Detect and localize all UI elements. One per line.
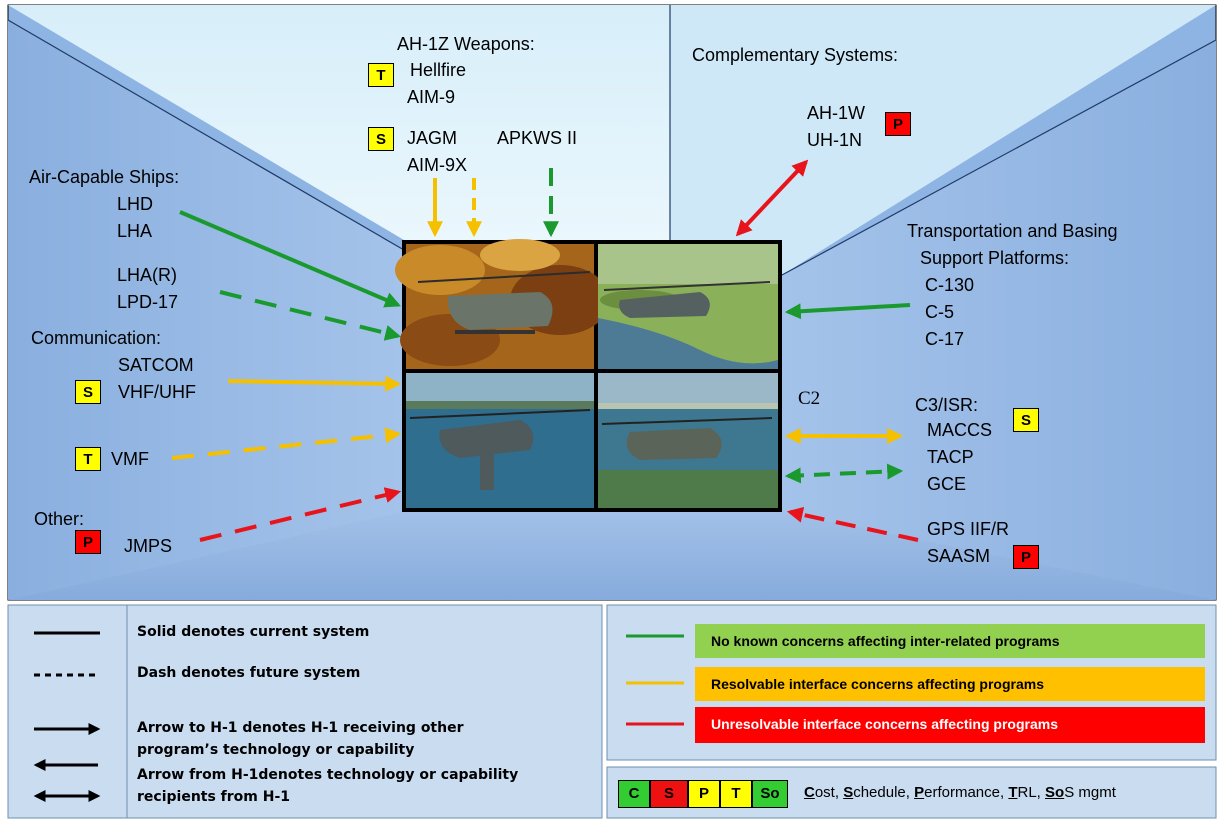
legend-dash-text: Dash denotes future system — [137, 665, 361, 681]
arrow-transport — [784, 303, 911, 320]
photo-ah1z — [598, 244, 778, 369]
rating-key-t: T — [1008, 784, 1018, 801]
complementary-ah1w: AH-1W — [807, 103, 865, 123]
photo-uh1y — [395, 239, 610, 369]
arrow-complementary — [735, 159, 809, 237]
rating-box-so: So — [752, 780, 788, 808]
transport-title-2: Support Platforms: — [920, 248, 1070, 268]
arrow-ships-lhd — [179, 210, 401, 308]
ship-lpd17: LPD-17 — [117, 292, 179, 312]
gps-iifr: GPS IIF/R — [927, 519, 1010, 539]
other-title: Other: — [34, 509, 85, 529]
weapon-hellfire: Hellfire — [410, 60, 467, 80]
panel-edge — [7, 19, 405, 251]
other-jmps: JMPS — [124, 536, 173, 556]
legend-arrow-from-text-1: Arrow from H-1denotes technology or capa… — [137, 767, 519, 783]
legend-arrow-from-text-2: recipients from H-1 — [137, 789, 291, 805]
comm-satcom: SATCOM — [118, 355, 194, 375]
rating-key-so: So — [1045, 784, 1065, 801]
weapons-title: AH-1Z Weapons: — [397, 34, 535, 54]
transport-c17: C-17 — [925, 329, 965, 349]
weapon-apkws: APKWS II — [497, 128, 578, 148]
ships-title: Air-Capable Ships: — [29, 167, 180, 187]
comm-vhfuhf: VHF/UHF — [118, 382, 196, 402]
transport-c5: C-5 — [925, 302, 955, 322]
ship-lhd: LHD — [117, 194, 154, 214]
panel-edge — [781, 39, 1217, 276]
rating-key-s-rest: chedule, — [853, 784, 915, 801]
arrow-ships-lpd — [219, 290, 402, 341]
legend-green-bar: No known concerns affecting inter-relate… — [695, 624, 1205, 658]
badge-complementary-p: P — [885, 112, 911, 136]
panel-right-wall — [782, 40, 1216, 600]
c3isr-gce: GCE — [927, 474, 967, 494]
arrow-gps — [786, 506, 919, 542]
legend-yellow-bar: Resolvable interface concerns affecting … — [695, 667, 1205, 701]
rating-key-c-rest: ost, — [814, 784, 844, 801]
rating-key-text: Cost, Schedule, Performance, TRL, SoS mg… — [804, 784, 1116, 801]
communication-title: Communication: — [31, 328, 162, 348]
badge-weapons-s: S — [368, 127, 394, 151]
badge-comm-t: T — [75, 447, 101, 471]
legend-arrow-to-text-2: program’s technology or capability — [137, 742, 415, 758]
legend-red-bar: Unresolvable interface concerns affectin… — [695, 707, 1205, 743]
complementary-title: Complementary Systems: — [692, 45, 899, 65]
rating-box-p: P — [688, 780, 720, 808]
legend-arrow-to-text-1: Arrow to H-1 denotes H-1 receiving other — [137, 720, 464, 736]
rating-box-t: T — [720, 780, 752, 808]
ship-lhar: LHA(R) — [117, 265, 178, 285]
rating-key-s: S — [843, 784, 854, 801]
badge-other-p: P — [75, 530, 101, 554]
badge-c3isr-s: S — [1013, 408, 1039, 432]
c3isr-title: C3/ISR: — [915, 395, 979, 415]
c3isr-tacp: TACP — [927, 447, 974, 467]
panel-floor — [8, 512, 1216, 600]
arrow-satcom — [227, 375, 402, 392]
badge-comm-s: S — [75, 380, 101, 404]
rating-key-so-rest: S mgmt — [1064, 784, 1116, 801]
weapon-aim9x: AIM-9X — [407, 155, 468, 175]
rating-key-p-rest: erformance, — [924, 784, 1009, 801]
rating-key-c: C — [804, 784, 815, 801]
ship-lha: LHA — [117, 221, 153, 241]
gps-saasm: SAASM — [927, 546, 991, 566]
panel-top-left — [8, 5, 670, 240]
complementary-uh1n: UH-1N — [807, 130, 863, 150]
rating-key-p: P — [914, 784, 925, 801]
arrow-vmf — [171, 427, 402, 460]
legend-solid-text: Solid denotes current system — [137, 624, 370, 640]
legend-line-types-box — [7, 604, 603, 819]
weapon-aim9: AIM-9 — [407, 87, 456, 107]
transport-title-1: Transportation and Basing — [907, 221, 1118, 241]
badge-weapons-t: T — [368, 63, 394, 87]
comm-vmf: VMF — [111, 449, 149, 469]
c3isr-maccs: MACCS — [927, 420, 993, 440]
c2-label: C2 — [798, 388, 821, 409]
photo-uh1y-bridge — [598, 373, 778, 508]
rating-box-c: C — [618, 780, 650, 808]
photo-ah1z-water — [406, 373, 594, 508]
rating-key-t-rest: RL, — [1017, 784, 1046, 801]
badge-gps-p: P — [1013, 545, 1039, 569]
transport-c130: C-130 — [925, 275, 975, 295]
panel-left-wall — [8, 20, 404, 600]
rating-box-s: S — [650, 780, 688, 808]
weapon-jagm: JAGM — [407, 128, 458, 148]
arrow-tacp — [784, 463, 904, 484]
